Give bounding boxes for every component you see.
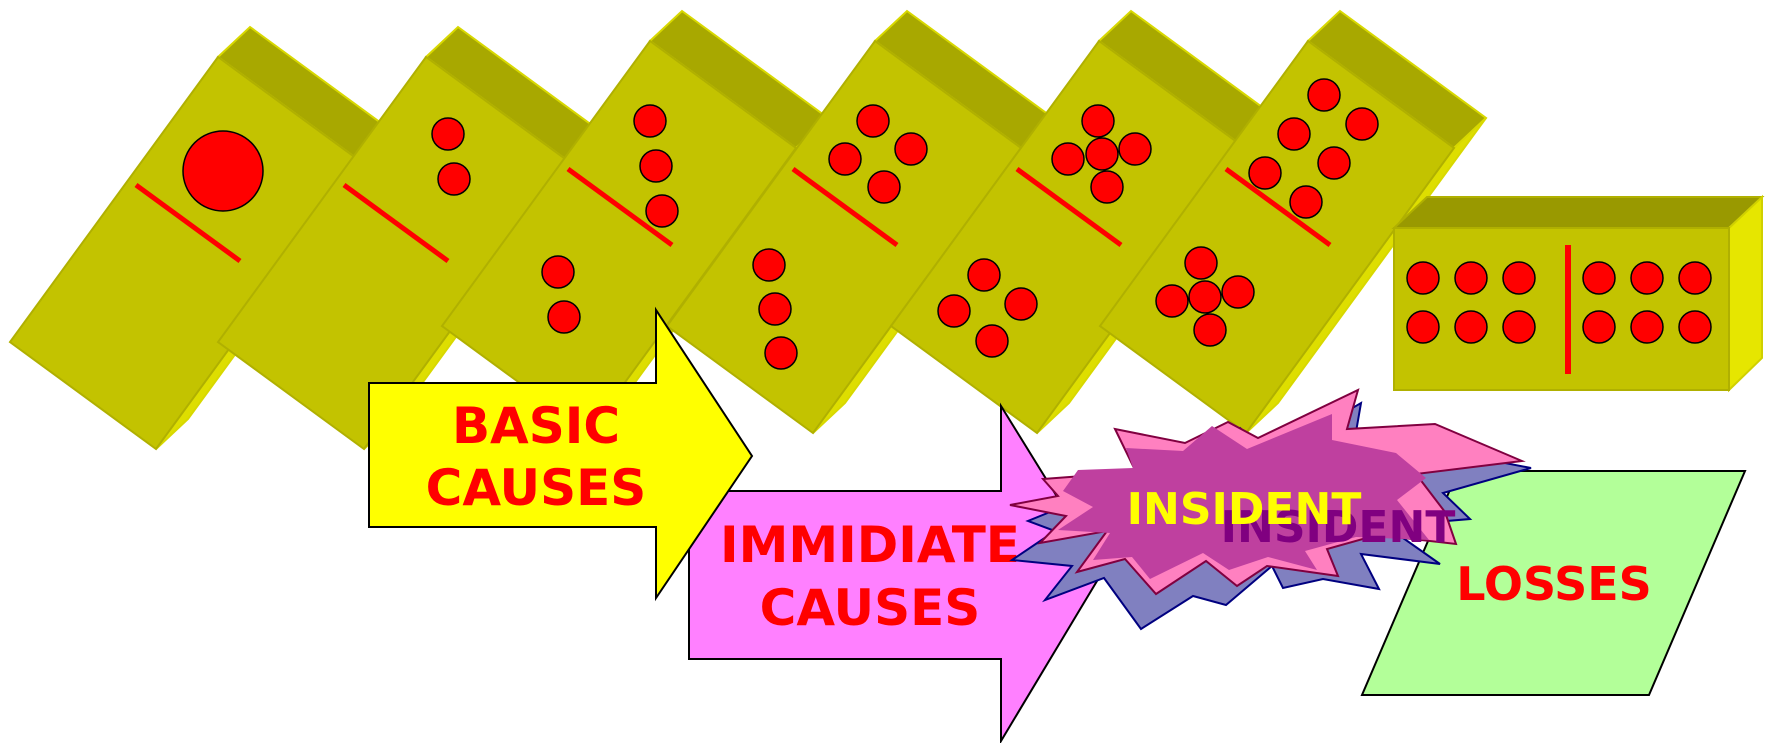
pip — [431, 117, 465, 151]
top-pips — [828, 104, 928, 204]
pip — [1248, 156, 1282, 190]
top-pips — [431, 117, 471, 196]
pip — [645, 194, 679, 228]
pip — [1502, 310, 1536, 344]
pip — [1406, 310, 1440, 344]
domino-2-2 — [218, 27, 604, 449]
domino-4-3 — [667, 11, 1053, 433]
insident-shadow-label: INSIDENT — [1221, 502, 1456, 553]
losses-box: LOSSES — [1360, 470, 1747, 696]
incident-burst: INSIDENT INSIDENT — [1009, 388, 1532, 631]
pip — [633, 104, 667, 138]
pip — [764, 336, 798, 370]
bottom-pips — [541, 255, 581, 334]
pip — [856, 104, 890, 138]
pip — [1582, 310, 1616, 344]
pip — [541, 255, 575, 289]
pip — [1051, 142, 1085, 176]
domino-5-4 — [891, 11, 1277, 433]
pip — [894, 132, 928, 166]
pip — [1630, 261, 1664, 295]
left-pips — [1406, 261, 1536, 344]
insident-label: INSIDENT — [1127, 484, 1362, 535]
right-pips — [1582, 261, 1712, 344]
pip — [1277, 117, 1311, 151]
pip — [1289, 185, 1323, 219]
top-pips — [182, 130, 264, 212]
domino-6-5 — [1100, 11, 1486, 433]
burst-core — [1058, 414, 1429, 579]
pip — [1118, 132, 1152, 166]
pip — [639, 149, 673, 183]
pip — [1184, 246, 1218, 280]
pip — [1345, 107, 1379, 141]
bottom-pips — [1155, 246, 1255, 347]
pip — [1502, 261, 1536, 295]
top-pips — [1248, 78, 1379, 219]
immediate-causes-label-line2: CAUSES — [760, 579, 981, 637]
basic-causes-label-line1: BASIC — [452, 397, 620, 455]
pip — [1221, 275, 1255, 309]
basic-causes-arrow: BASIC CAUSES — [368, 306, 754, 602]
pip — [1193, 313, 1227, 347]
top-pips — [1051, 104, 1152, 204]
pip — [937, 294, 971, 328]
top-pips — [633, 104, 679, 228]
pip — [1630, 310, 1664, 344]
pip — [1454, 310, 1488, 344]
pip — [1582, 261, 1616, 295]
pip — [1678, 261, 1712, 295]
pip — [1004, 287, 1038, 321]
pip — [1090, 170, 1124, 204]
basic-causes-label-line2: CAUSES — [426, 459, 647, 517]
immediate-causes-label-line1: IMMIDIATE — [720, 516, 1020, 574]
pip — [437, 162, 471, 196]
pip — [1406, 261, 1440, 295]
pip — [828, 142, 862, 176]
losses-label: LOSSES — [1456, 557, 1652, 611]
immediate-causes-arrow: IMMIDIATE CAUSES — [688, 402, 1105, 743]
pip — [1317, 146, 1351, 180]
pip — [547, 300, 581, 334]
pip — [1155, 284, 1189, 318]
pip — [1454, 261, 1488, 295]
pip — [1307, 78, 1341, 112]
pip — [752, 248, 786, 282]
pip — [867, 170, 901, 204]
pip — [758, 292, 792, 326]
pip — [1081, 104, 1115, 138]
bottom-pips — [752, 248, 798, 370]
pip — [1085, 137, 1119, 171]
bottom-pips — [937, 258, 1038, 358]
domino-6-6-standing — [1391, 194, 1765, 393]
pip — [1678, 310, 1712, 344]
pip — [967, 258, 1001, 292]
pip — [1188, 280, 1222, 314]
domino-3-2 — [442, 11, 828, 433]
pip — [975, 324, 1009, 358]
pip — [182, 130, 264, 212]
